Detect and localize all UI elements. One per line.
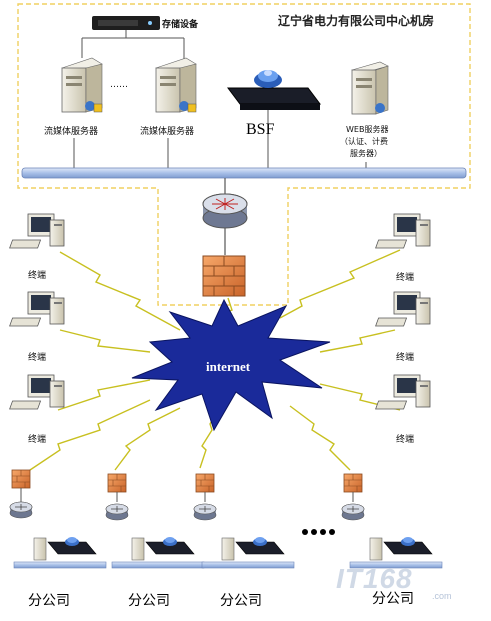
branch-2-router-icon <box>105 503 129 521</box>
terminal-right-2-icon <box>375 291 431 327</box>
stream-server-2-label: 流媒体服务器 <box>140 127 195 137</box>
web-server-label-3: 服务器） <box>350 149 382 158</box>
branch-1-equipment <box>13 536 107 569</box>
internet-cloud <box>131 298 331 432</box>
branch-1-firewall-icon <box>11 469 31 489</box>
core-router-icon <box>202 193 248 229</box>
more-branches-dots <box>302 529 335 535</box>
terminal-left-1-icon <box>9 213 65 249</box>
web-server-label-1: WEB服务器 <box>346 125 389 134</box>
terminal-right-3-icon <box>375 374 431 410</box>
branch-3-firewall-icon <box>195 473 215 493</box>
terminal-right-1-icon <box>375 213 431 249</box>
branch-3-equipment <box>201 536 295 569</box>
web-server-icon <box>351 61 389 115</box>
branch-1-router-icon <box>9 501 33 519</box>
storage-label: 存储设备 <box>162 20 199 30</box>
branch-4-label: 分公司 <box>372 591 414 607</box>
bsf-device-icon <box>227 70 321 110</box>
stream-server-2-icon <box>155 57 197 113</box>
terminal-left-3-label: 终端 <box>28 435 47 445</box>
branch-2-equipment <box>111 536 205 569</box>
internet-label: internet <box>206 359 251 374</box>
watermark-sub: .com <box>432 591 452 601</box>
stream-server-1-label: 流媒体服务器 <box>44 127 99 137</box>
branch-4-firewall-icon <box>343 473 363 493</box>
terminal-right-3-label: 终端 <box>396 435 415 445</box>
branch-2-label: 分公司 <box>128 593 170 609</box>
terminal-right-1-label: 终端 <box>396 273 415 283</box>
terminal-left-3-icon <box>9 374 65 410</box>
terminal-right-2-label: 终端 <box>396 353 415 363</box>
terminal-left-2-label: 终端 <box>28 353 47 363</box>
storage-icon <box>92 16 160 30</box>
watermark-logo: IT168 <box>336 563 413 594</box>
branch-3-router-icon <box>193 503 217 521</box>
center-lan-bus <box>21 167 467 179</box>
ellipsis-label: …… <box>110 80 128 90</box>
bsf-label: BSF <box>246 121 275 138</box>
web-server-label-2: （认证、计费 <box>340 137 388 146</box>
branch-1-label: 分公司 <box>28 593 70 609</box>
branch-2-firewall-icon <box>107 473 127 493</box>
terminal-left-1-label: 终端 <box>28 271 47 281</box>
branch-4-router-icon <box>341 503 365 521</box>
branch-3-label: 分公司 <box>220 593 262 609</box>
center-boundary <box>17 3 471 306</box>
center-title: 辽宁省电力有限公司中心机房 <box>278 14 435 28</box>
core-firewall-icon <box>202 255 246 297</box>
stream-server-1-icon <box>61 57 103 113</box>
terminal-left-2-icon <box>9 291 65 327</box>
